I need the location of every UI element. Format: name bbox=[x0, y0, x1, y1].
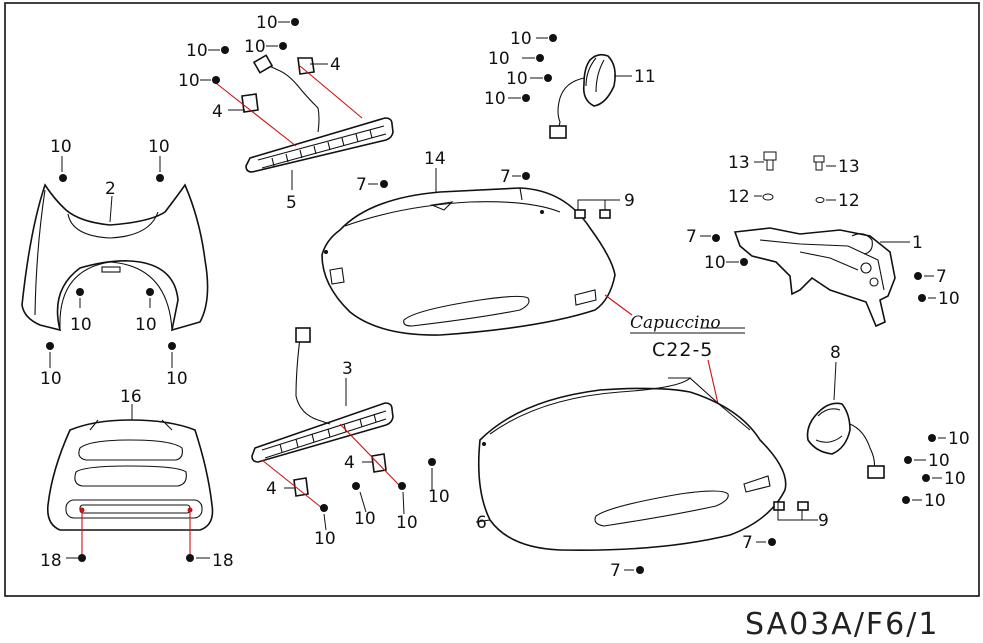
part-5-light-bar[interactable] bbox=[245, 117, 394, 173]
label-10: 10 bbox=[484, 89, 506, 109]
part-2-front-cover[interactable] bbox=[21, 183, 209, 332]
label-13: 13 bbox=[728, 153, 750, 173]
part-16-rear-panel[interactable] bbox=[46, 419, 214, 531]
label-18: 18 bbox=[212, 551, 234, 571]
label-2: 2 bbox=[105, 179, 116, 199]
label-10: 10 bbox=[944, 469, 966, 489]
part-8-side-lamp[interactable] bbox=[806, 402, 885, 479]
label-10: 10 bbox=[510, 29, 532, 49]
label-4: 4 bbox=[344, 453, 355, 473]
label-10: 10 bbox=[396, 513, 418, 533]
label-7: 7 bbox=[610, 561, 621, 581]
label-4: 4 bbox=[266, 479, 277, 499]
label-10: 10 bbox=[40, 369, 62, 389]
label-10: 10 bbox=[256, 13, 278, 33]
label-12: 12 bbox=[728, 187, 750, 207]
label-10: 10 bbox=[506, 69, 528, 89]
label-16: 16 bbox=[120, 387, 142, 407]
label-7: 7 bbox=[500, 167, 511, 187]
part-6-side-body[interactable] bbox=[477, 377, 787, 551]
part-13-bolts[interactable] bbox=[763, 151, 825, 171]
part-14-side-body[interactable] bbox=[321, 187, 616, 336]
part-1-bracket[interactable] bbox=[733, 227, 896, 328]
label-7: 7 bbox=[356, 175, 367, 195]
label-7: 7 bbox=[742, 533, 753, 553]
label-6: 6 bbox=[476, 513, 487, 533]
label-10: 10 bbox=[354, 509, 376, 529]
part-labels: 10 10 2 10 10 10 10 16 18 18 10 10 10 4 … bbox=[40, 13, 970, 581]
part-12-washers[interactable] bbox=[762, 193, 825, 203]
label-10: 10 bbox=[928, 451, 950, 471]
label-4: 4 bbox=[330, 55, 341, 75]
label-10: 10 bbox=[148, 137, 170, 157]
label-4: 4 bbox=[212, 102, 223, 122]
label-12: 12 bbox=[838, 191, 860, 211]
label-10: 10 bbox=[314, 529, 336, 549]
label-10: 10 bbox=[186, 41, 208, 61]
label-9: 9 bbox=[818, 511, 829, 531]
part-3-light-bar[interactable] bbox=[251, 402, 394, 463]
label-10: 10 bbox=[135, 315, 157, 335]
logo-decal[interactable]: Capuccino bbox=[630, 313, 745, 334]
leader-lines bbox=[49, 21, 946, 571]
label-10: 10 bbox=[70, 315, 92, 335]
label-18: 18 bbox=[40, 551, 62, 571]
logo-text: Capuccino bbox=[630, 313, 721, 333]
label-14: 14 bbox=[424, 149, 446, 169]
label-10: 10 bbox=[488, 49, 510, 69]
part-11-lamp[interactable] bbox=[549, 53, 616, 139]
label-1: 1 bbox=[912, 233, 923, 253]
label-10: 10 bbox=[166, 369, 188, 389]
part-5-wire bbox=[264, 63, 320, 133]
label-10: 10 bbox=[924, 491, 946, 511]
label-10: 10 bbox=[948, 429, 970, 449]
label-8: 8 bbox=[830, 343, 841, 363]
label-10: 10 bbox=[428, 487, 450, 507]
part-9-clips-bottom[interactable] bbox=[773, 501, 809, 511]
label-7: 7 bbox=[686, 227, 697, 247]
label-3: 3 bbox=[342, 359, 353, 379]
sheet-code: SA03A/F6/1 bbox=[745, 607, 939, 642]
label-11: 11 bbox=[634, 67, 656, 87]
label-10: 10 bbox=[704, 253, 726, 273]
label-13: 13 bbox=[838, 157, 860, 177]
label-10: 10 bbox=[50, 137, 72, 157]
label-10: 10 bbox=[938, 289, 960, 309]
screw-fasteners bbox=[46, 18, 936, 574]
label-9: 9 bbox=[624, 191, 635, 211]
part-9-clips-top[interactable] bbox=[574, 209, 611, 219]
label-5: 5 bbox=[286, 193, 297, 213]
label-10: 10 bbox=[178, 71, 200, 91]
label-7: 7 bbox=[936, 267, 947, 287]
label-10: 10 bbox=[244, 37, 266, 57]
logo-part-code: C22-5 bbox=[652, 339, 713, 361]
diagram-frame bbox=[4, 2, 980, 597]
